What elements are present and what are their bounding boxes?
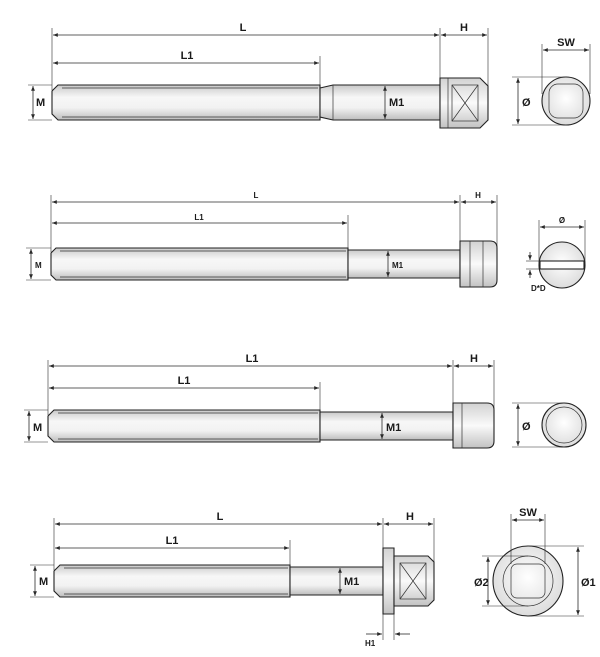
bolt-2-label-L1: L1 <box>194 213 204 222</box>
bolt-1-label-SW: SW <box>557 37 575 49</box>
bolt-4-label-H1: H1 <box>365 639 376 648</box>
bolt-2-end-view <box>526 220 586 289</box>
bolt-4-label-M1: M1 <box>344 576 359 588</box>
bolt-2-label-H: H <box>475 191 481 200</box>
bolt-1-side-view <box>51 77 489 129</box>
bolt-1-end-view <box>512 44 591 126</box>
bolt-4: L L1 H M M1 H1 SW Ø2 Ø1 <box>30 507 596 648</box>
bolt-1-label-L: L <box>240 22 247 34</box>
bolt-1-dimension-lines <box>28 28 489 121</box>
bolt-4-label-diameter-1: Ø1 <box>581 577 596 589</box>
bolt-4-label-H: H <box>406 511 414 523</box>
bolt-2-dimension-lines <box>26 195 498 281</box>
bolt-2-label-L: L <box>254 191 259 200</box>
bolt-3-label-M: M <box>33 422 42 434</box>
bolt-4-side-view <box>53 547 435 615</box>
bolt-1: L L1 H M M1 SW Ø <box>28 22 591 129</box>
bolt-3-end-view <box>512 402 587 448</box>
bolt-4-label-SW: SW <box>519 507 537 519</box>
bolt-3: L1 L1 H M M1 Ø <box>24 353 587 449</box>
bolt-3-side-view <box>47 402 495 449</box>
bolt-4-label-M: M <box>39 576 48 588</box>
bolt-1-label-L1: L1 <box>181 50 194 62</box>
bolt-3-label-L1: L1 <box>178 375 191 387</box>
bolt-1-label-diameter: Ø <box>522 97 531 109</box>
bolt-2-label-M: M <box>35 261 42 270</box>
bolt-1-label-M1: M1 <box>389 97 404 109</box>
bolt-1-label-H: H <box>460 22 468 34</box>
bolt-3-dimension-lines <box>24 360 495 443</box>
bolt-1-label-M: M <box>36 97 45 109</box>
bolt-4-dimension-lines <box>30 518 435 640</box>
bolt-2-label-DD: D*D <box>531 284 546 293</box>
bolt-2-label-M1: M1 <box>392 261 404 270</box>
bolt-3-label-H: H <box>470 353 478 365</box>
bolt-2: L L1 H M M1 Ø D*D <box>26 191 586 293</box>
bolt-3-label-L1-overall: L1 <box>246 353 259 365</box>
bolt-3-label-M1: M1 <box>386 422 401 434</box>
bolt-4-label-L: L <box>217 511 224 523</box>
bolt-3-label-diameter: Ø <box>522 421 531 433</box>
bolt-2-side-view <box>50 240 498 288</box>
bolt-2-label-diameter: Ø <box>559 216 565 225</box>
bolt-4-end-view <box>482 514 584 617</box>
bolt-4-label-L1: L1 <box>166 535 179 547</box>
bolt-4-label-diameter-2: Ø2 <box>474 577 489 589</box>
